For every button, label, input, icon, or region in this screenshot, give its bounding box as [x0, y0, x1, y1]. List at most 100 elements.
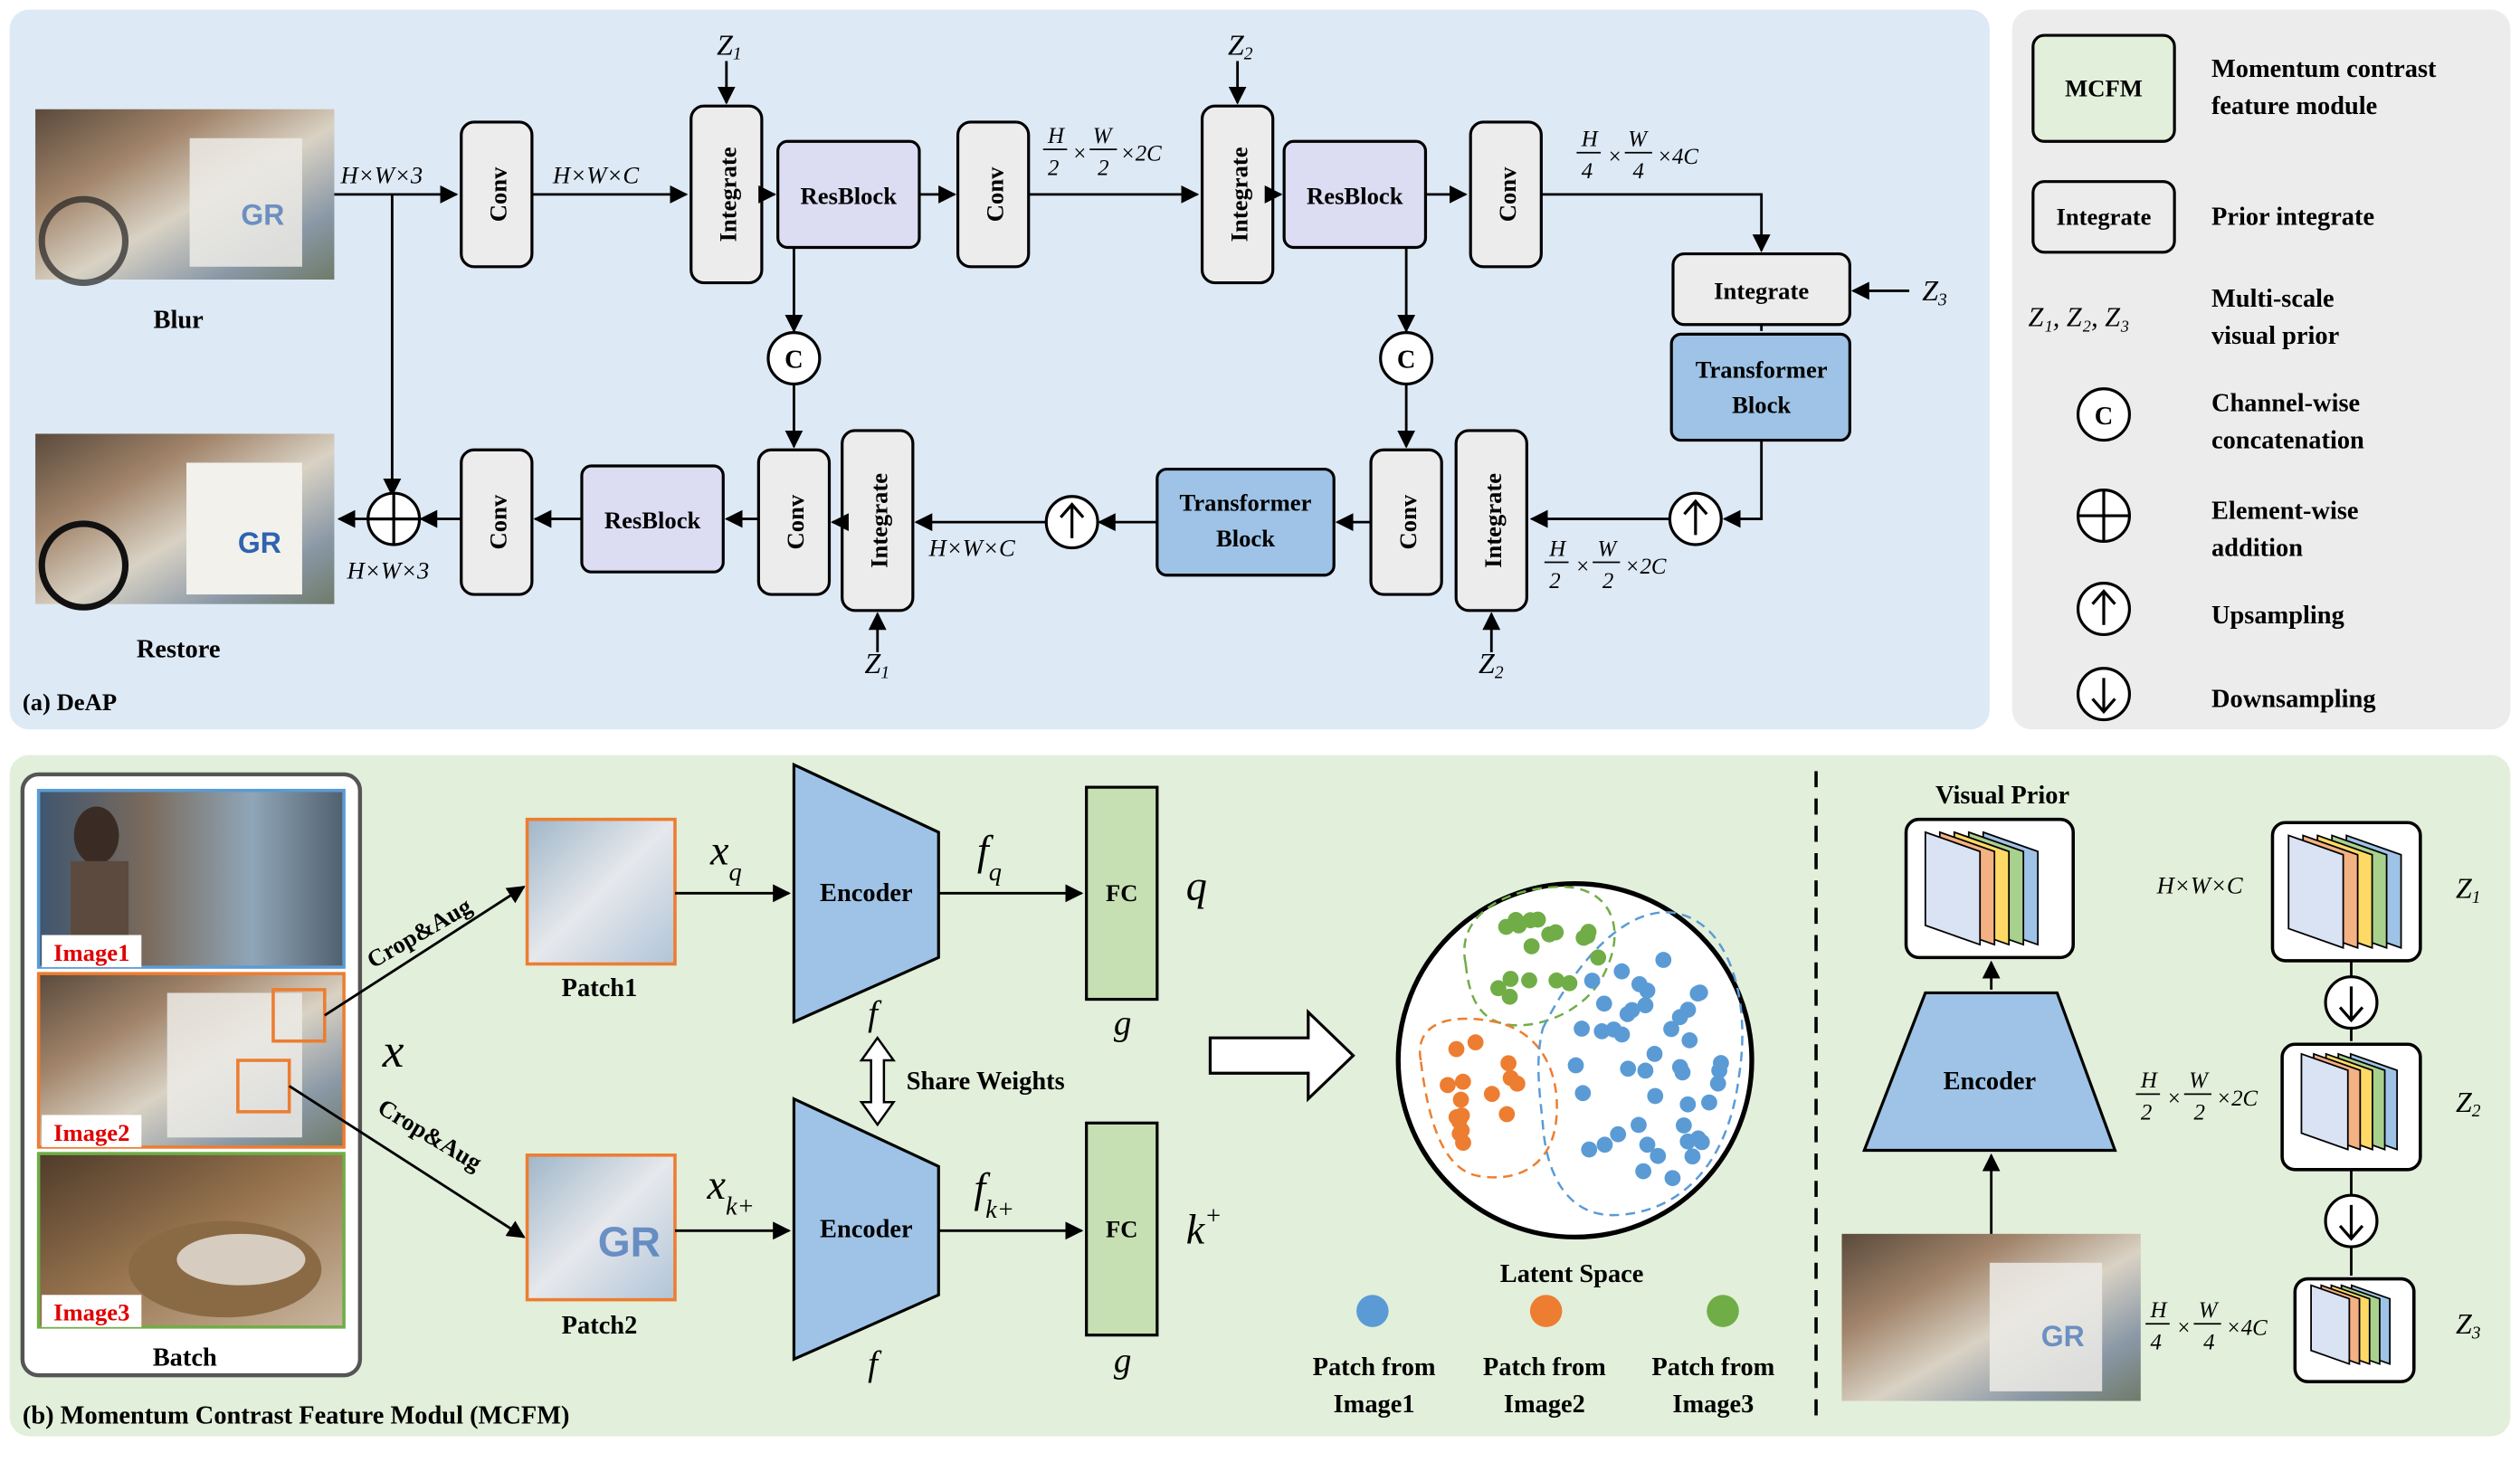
legend-concat-desc-2: concatenation — [2211, 426, 2364, 454]
svg-text:W: W — [2199, 1298, 2220, 1323]
svg-text:H: H — [2149, 1298, 2168, 1323]
legend-downsample-icon — [2076, 667, 2131, 722]
fc-top-label: FC — [1106, 879, 1138, 907]
encoder-top — [792, 762, 940, 1024]
latent-point — [1502, 971, 1519, 987]
latent-point — [1580, 924, 1597, 940]
blur-image: GR — [35, 109, 335, 287]
svg-text:C: C — [2095, 403, 2114, 431]
fc-bottom-label: FC — [1106, 1215, 1138, 1242]
latent-point — [1450, 1113, 1468, 1130]
svg-text:2: 2 — [1549, 569, 1560, 593]
latent-space-label: Latent Space — [1500, 1260, 1644, 1288]
conv-1-label: Conv — [484, 166, 511, 222]
legend-prior-desc-2: visual prior — [2211, 322, 2339, 350]
batch-image-3 — [36, 1152, 346, 1329]
legend-mcfm-box — [2031, 33, 2176, 143]
latent-point — [1639, 983, 1656, 999]
latent-point — [1646, 1046, 1663, 1062]
latent-point — [1548, 972, 1565, 989]
latent-point — [1613, 963, 1631, 980]
feature-map-layer — [2310, 1284, 2351, 1365]
prior-dim-half-2c: H 2 × W 2 ×2C — [2135, 1068, 2258, 1125]
legend-mcfm-desc-2: feature module — [2211, 92, 2377, 120]
svg-text:2: 2 — [2193, 1101, 2204, 1125]
latent-point — [1709, 1075, 1726, 1092]
legend-upsample-desc: Upsampling — [2211, 602, 2344, 630]
image3-label: Image3 — [53, 1299, 129, 1326]
conv-6 — [460, 448, 534, 596]
legend-image2: Image2 — [1504, 1391, 1585, 1419]
image2-tag — [42, 1115, 142, 1147]
big-right-arrow — [1208, 1009, 1355, 1103]
fc-bottom — [1085, 1121, 1159, 1337]
latent-point — [1448, 1040, 1465, 1058]
deap-caption: (a) DeAP — [23, 688, 117, 716]
x-label: x — [382, 1024, 404, 1078]
svg-text:×4C: ×4C — [1657, 145, 1698, 169]
latent-point — [1454, 1073, 1471, 1090]
legend-add-desc-2: addition — [2211, 534, 2303, 562]
latent-point — [1502, 1069, 1519, 1087]
image3-tag — [42, 1295, 142, 1327]
dot-legend-blue — [1356, 1295, 1389, 1327]
dim-half-2c-bottom: H 2 × W 2 ×2C — [1544, 536, 1667, 593]
latent-point — [1605, 1021, 1622, 1038]
legend-concat-desc-1: Channel-wise — [2211, 390, 2360, 418]
latent-point — [1529, 911, 1546, 928]
z2-stack — [2280, 1042, 2422, 1172]
svg-text:4: 4 — [2203, 1331, 2214, 1355]
feature-map-layer — [1924, 831, 1982, 946]
blur-label: Blur — [154, 306, 204, 334]
latent-point — [1547, 924, 1564, 941]
svg-text:W: W — [2189, 1068, 2210, 1093]
latent-point — [1637, 997, 1654, 1014]
svg-text:GR: GR — [2041, 1320, 2085, 1353]
prior-input-image: GR — [1841, 1233, 2141, 1401]
restore-image: GR — [35, 433, 335, 611]
concat-left-icon: C — [766, 330, 822, 386]
latent-point — [1521, 972, 1537, 989]
transformer-bottom-label-2: Block — [1216, 525, 1275, 552]
dim-quarter-4c: H 4 × W 4 ×4C — [1576, 128, 1698, 184]
k-plus-label: k+ — [1186, 1202, 1222, 1252]
dim-hwc-bottom: H×W×C — [928, 534, 1015, 561]
latent-point — [1593, 1023, 1611, 1040]
batch-label: Batch — [153, 1343, 217, 1372]
svg-text:×: × — [2176, 1316, 2192, 1341]
legend-add-desc-1: Element-wise — [2211, 498, 2359, 526]
latent-point — [1452, 1091, 1469, 1108]
latent-point — [1631, 1116, 1647, 1134]
svg-text:2: 2 — [2141, 1101, 2152, 1125]
fc-top — [1085, 785, 1159, 1002]
transformer-block-right — [1669, 332, 1851, 442]
latent-point — [1467, 1034, 1484, 1051]
integrate-bottom-1-label: Integrate — [865, 473, 892, 568]
g-bottom: g — [1114, 1342, 1132, 1381]
downsample-1-icon — [2324, 960, 2379, 1041]
latent-point — [1610, 1125, 1627, 1143]
xq-label: xq — [709, 827, 742, 887]
conv-6-label: Conv — [484, 494, 511, 549]
latent-point — [1498, 1106, 1516, 1123]
legend-mcfm-abbr: MCFM — [2065, 75, 2143, 102]
svg-text:W: W — [1628, 128, 1649, 152]
legend-patch-from-2: Patch from — [1483, 1353, 1606, 1381]
legend-image1: Image1 — [1334, 1391, 1415, 1419]
latent-point — [1689, 985, 1707, 1002]
conv-4 — [756, 448, 832, 596]
svg-text:H: H — [1548, 536, 1567, 561]
integrate-bottom-2 — [1454, 429, 1528, 612]
conv-2-label: Conv — [981, 166, 1008, 222]
latent-point — [1510, 916, 1527, 934]
latent-point — [1679, 1096, 1697, 1113]
z2-top: Z2 — [1228, 29, 1253, 63]
patch1-label: Patch1 — [562, 974, 638, 1002]
mcfm-caption: (b) Momentum Contrast Feature Modul (MCF… — [23, 1401, 570, 1429]
svg-text:W: W — [1597, 536, 1618, 561]
encoder-bottom — [792, 1096, 940, 1362]
latent-point — [1681, 1031, 1698, 1049]
latent-point — [1590, 949, 1607, 966]
resblock-bottom-label: ResBlock — [604, 507, 701, 534]
